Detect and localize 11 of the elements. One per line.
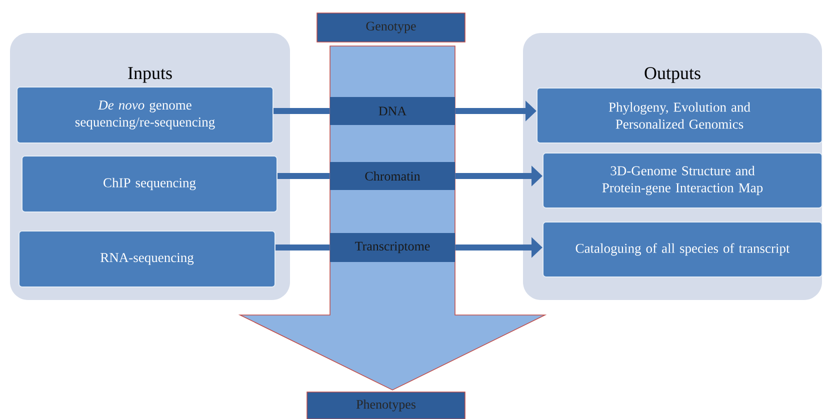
label-box: Phenotypes xyxy=(306,392,466,419)
band-label: DNA xyxy=(330,97,455,125)
label-box: Genotype xyxy=(316,12,466,42)
process-box: Cataloguing of all species of transcript xyxy=(542,222,822,278)
process-box: ChIP sequencing xyxy=(22,156,278,212)
process-box: 3D-Genome Structure and Protein-gene Interaction Map xyxy=(542,152,822,208)
band-label: Transcriptome xyxy=(330,233,455,262)
process-box: Phylogeny, Evolution and Personalized Genomics xyxy=(536,88,822,144)
process-box: De novo genome sequencing/re-sequencing xyxy=(16,86,274,144)
band-label: Chromatin xyxy=(330,162,455,190)
process-box: RNA-sequencing xyxy=(18,230,276,288)
